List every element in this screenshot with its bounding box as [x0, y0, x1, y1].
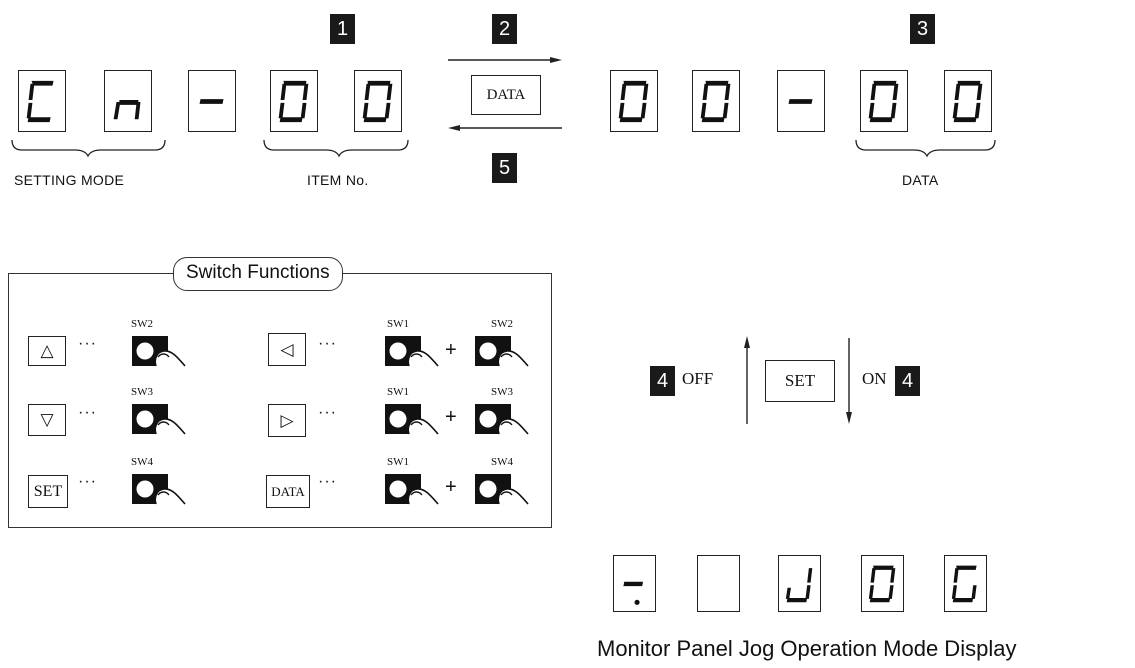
- data-key: DATA: [471, 75, 541, 115]
- step-2-marker: 2: [492, 14, 517, 44]
- digit-r1: [610, 70, 658, 132]
- digit-c: [18, 70, 66, 132]
- dots: ···: [78, 473, 97, 490]
- sw-label: SW4: [131, 456, 153, 468]
- step-4-marker-on: 4: [895, 366, 920, 396]
- data-key-small: DATA: [266, 475, 310, 508]
- data-label: DATA: [902, 172, 939, 188]
- sw-label: SW1: [387, 386, 409, 398]
- switch-press-icon: [128, 398, 190, 438]
- step-5-marker: 5: [492, 153, 517, 183]
- sw-label: SW2: [131, 318, 153, 330]
- plus-sign: +: [445, 476, 457, 498]
- step-1-marker: 1: [330, 14, 355, 44]
- switch-press-icon: [381, 468, 443, 508]
- digit-r-dash: [777, 70, 825, 132]
- dots: ···: [78, 335, 97, 352]
- step-3-marker: 3: [910, 14, 935, 44]
- switch-functions-title: Switch Functions: [173, 257, 343, 291]
- left-key: ◁: [268, 333, 306, 366]
- switch-press-icon: [471, 468, 533, 508]
- switch-press-icon: [381, 398, 443, 438]
- sw-label: SW1: [387, 456, 409, 468]
- digit-jog-j: [778, 555, 821, 612]
- data-brace: [855, 139, 996, 158]
- brace-lines: [11, 139, 409, 158]
- jog-caption: Monitor Panel Jog Operation Mode Display: [597, 636, 1017, 661]
- digit-data-ones: [944, 70, 992, 132]
- dots: ···: [318, 473, 337, 490]
- plus-sign: +: [445, 339, 457, 361]
- step-4-marker-off: 4: [650, 366, 675, 396]
- switch-press-icon: [471, 330, 533, 370]
- up-key: △: [28, 336, 66, 366]
- sw-label: SW3: [491, 386, 513, 398]
- digit-jog-g: [944, 555, 987, 612]
- digit-item-tens: [270, 70, 318, 132]
- digit-dash: [188, 70, 236, 132]
- digit-r2: [692, 70, 740, 132]
- set-key: SET: [28, 475, 68, 508]
- switch-press-icon: [128, 468, 190, 508]
- sw-label: SW3: [131, 386, 153, 398]
- item-no-label: ITEM No.: [307, 172, 369, 188]
- digit-jog-blank: [697, 555, 740, 612]
- down-key: ▽: [28, 404, 66, 436]
- setting-mode-label: SETTING MODE: [14, 172, 125, 188]
- off-label: OFF: [682, 369, 714, 388]
- dots: ···: [318, 335, 337, 352]
- transition-arrows: [448, 57, 562, 131]
- digit-jog-o: [861, 555, 904, 612]
- sw-label: SW1: [387, 318, 409, 330]
- sw-label: SW2: [491, 318, 513, 330]
- plus-sign: +: [445, 406, 457, 428]
- digit-item-ones: [354, 70, 402, 132]
- sw-label: SW4: [491, 456, 513, 468]
- digit-data-tens: [860, 70, 908, 132]
- dots: ···: [78, 404, 97, 421]
- on-label: ON: [862, 369, 887, 388]
- set-key-large: SET: [765, 360, 835, 402]
- switch-press-icon: [128, 330, 190, 370]
- right-key: ▷: [268, 404, 306, 437]
- digit-n: [104, 70, 152, 132]
- switch-press-icon: [381, 330, 443, 370]
- set-arrows: [744, 336, 852, 424]
- switch-press-icon: [471, 398, 533, 438]
- digit-jog-dashdot: [613, 555, 656, 612]
- dots: ···: [318, 404, 337, 421]
